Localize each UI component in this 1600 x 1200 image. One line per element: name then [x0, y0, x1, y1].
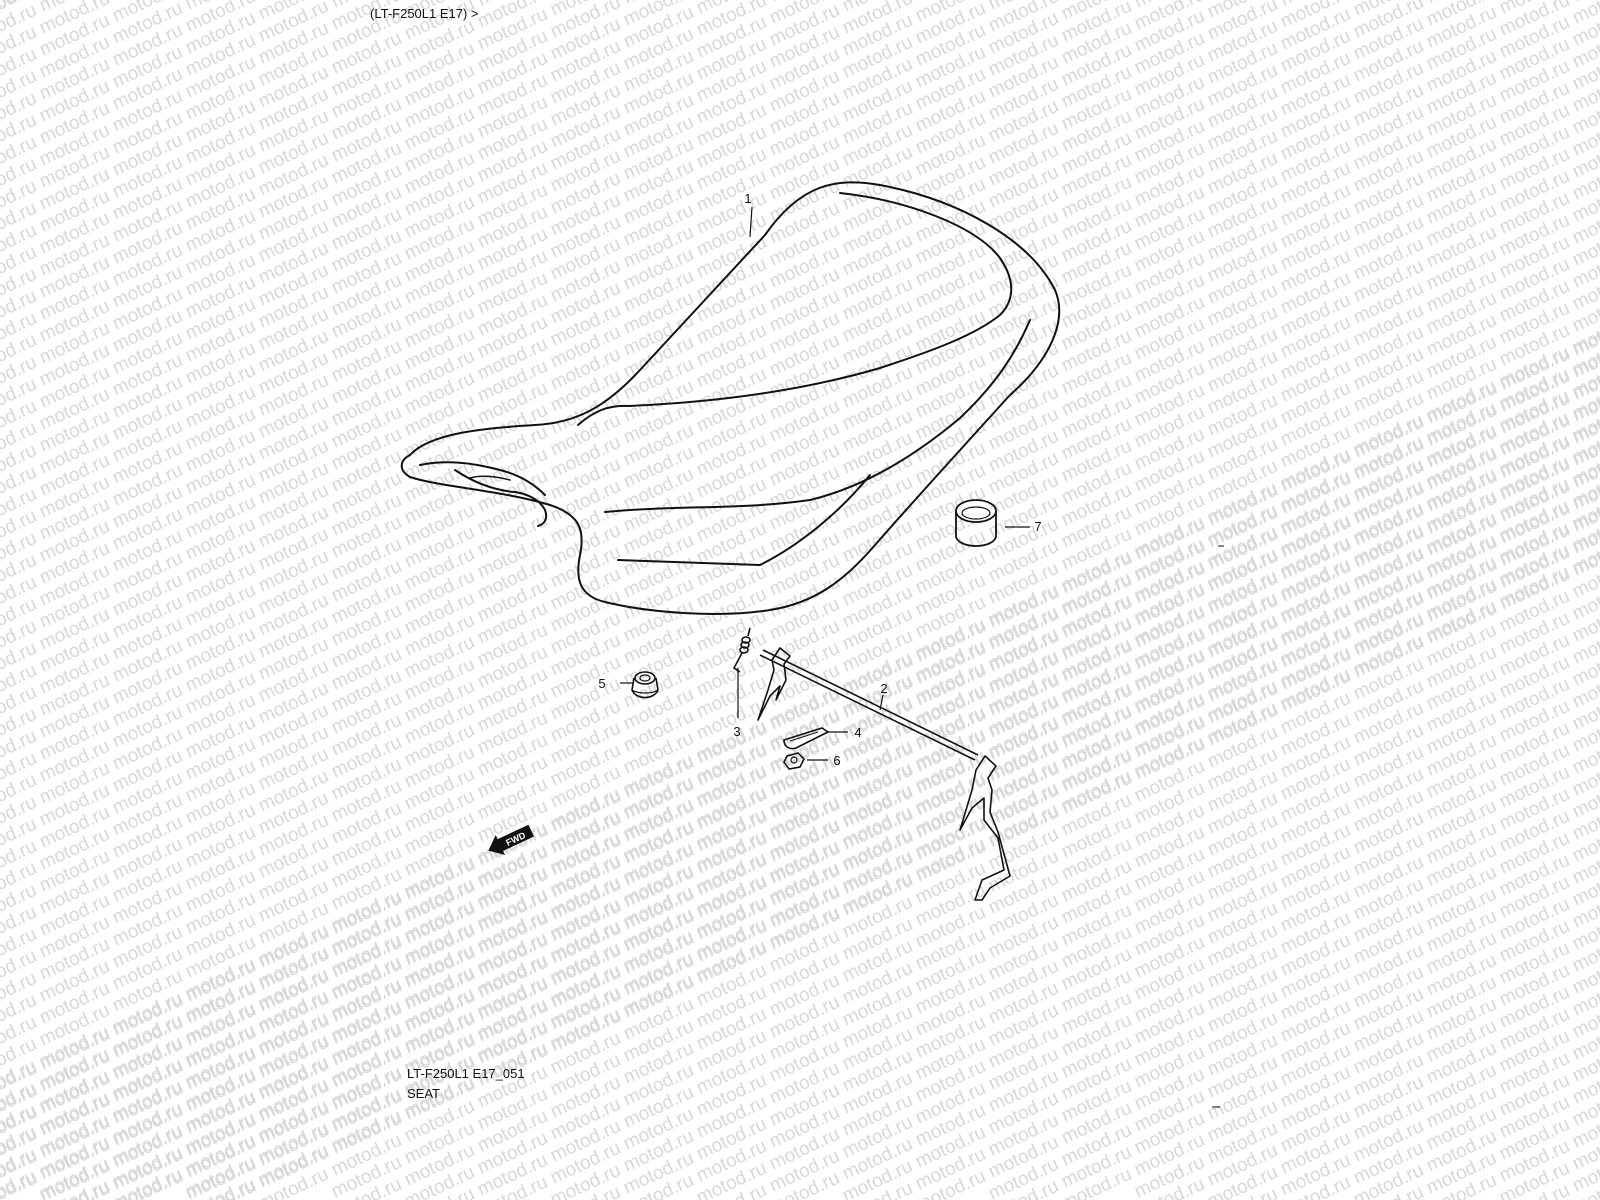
diagram-code: LT-F250L1 E17_051	[407, 1066, 525, 1081]
callout-2: 2	[880, 681, 887, 696]
callout-4: 4	[854, 725, 861, 740]
callout-1: 1	[744, 191, 751, 206]
diagram-title: SEAT	[407, 1086, 440, 1101]
model-reference: (LT-F250L1 E17) >	[370, 6, 479, 21]
callout-7: 7	[1034, 519, 1041, 534]
callout-3: 3	[733, 724, 740, 739]
callout-5: 5	[598, 676, 605, 691]
callout-6: 6	[833, 753, 840, 768]
